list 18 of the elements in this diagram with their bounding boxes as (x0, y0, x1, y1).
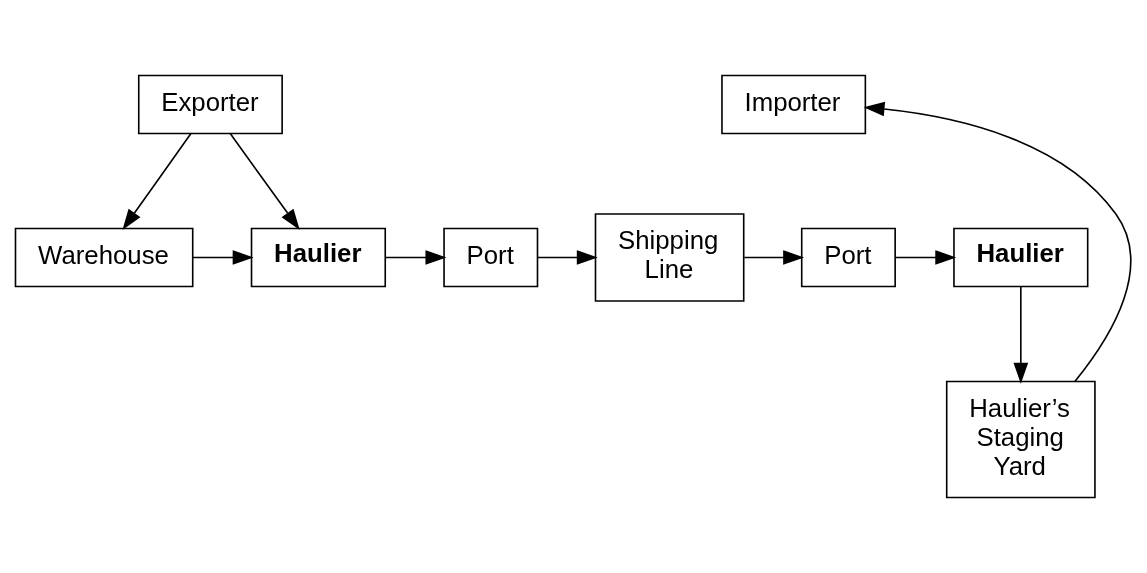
node-box: Warehouse (14, 227, 194, 288)
arrow (384, 250, 447, 265)
arrow (536, 250, 598, 265)
arrow (743, 250, 805, 265)
arrow (122, 132, 192, 231)
node-box: Shipping Line (594, 213, 745, 302)
arrow (894, 250, 957, 265)
arrow (863, 101, 1132, 383)
arrow (192, 250, 254, 265)
node-box: Exporter (137, 74, 283, 135)
node-box: Haulier’s Staging Yard (945, 380, 1096, 499)
node-box: Haulier (953, 227, 1089, 288)
arrow (229, 132, 300, 231)
node-box: Importer (721, 74, 867, 135)
arrow (1013, 286, 1029, 384)
node-box: Port (800, 227, 896, 288)
node-box: Port (443, 227, 539, 288)
node-box: Haulier (250, 227, 387, 288)
